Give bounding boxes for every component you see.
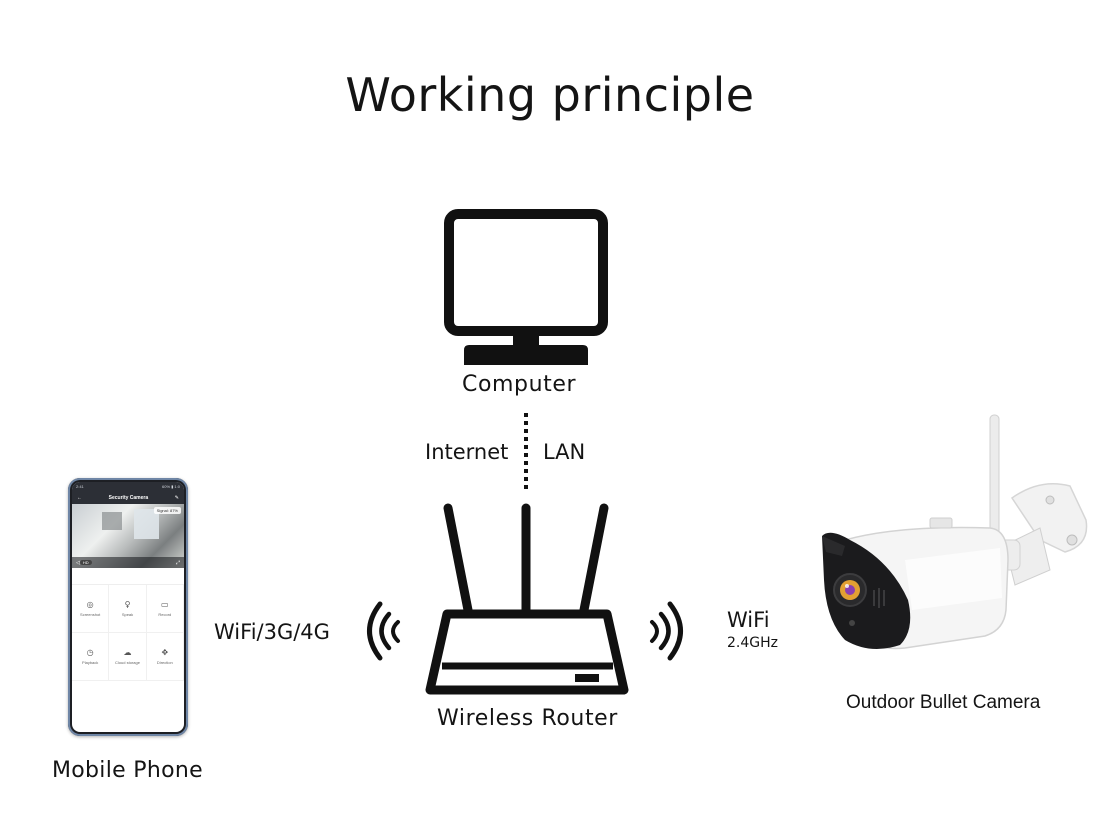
camera-icon: ◎ — [86, 599, 94, 609]
action-direction: ✥ Direction — [146, 633, 184, 681]
internet-label: Internet — [425, 440, 509, 464]
action-screenshot: ◎ Screenshot — [72, 585, 110, 633]
phone-battery: 60% ▮ 1:0 — [162, 484, 180, 489]
router-label: Wireless Router — [437, 706, 618, 731]
action-cloud-storage: ☁ Cloud storage — [109, 633, 147, 681]
phone-link-label: WiFi/3G/4G — [214, 620, 330, 644]
camera-label: Outdoor Bullet Camera — [846, 692, 1041, 713]
direction-icon: ✥ — [161, 647, 169, 657]
mobile-phone-device: 2:41 60% ▮ 1:0 ← Security Camera ✎ Signa… — [68, 478, 188, 736]
microphone-icon: ♀ — [124, 599, 131, 609]
phone-status-bar: 2:41 60% ▮ 1:0 — [72, 482, 184, 491]
fullscreen-icon: ⤢ — [175, 559, 180, 566]
phone-screen: 2:41 60% ▮ 1:0 ← Security Camera ✎ Signa… — [72, 482, 184, 732]
hd-badge: HD — [79, 560, 92, 565]
phone-app-bar: ← Security Camera ✎ — [72, 491, 184, 504]
back-arrow-icon: ← — [77, 494, 82, 501]
phone-time: 2:41 — [76, 484, 84, 489]
speaker-icon: ◁ — [76, 559, 80, 566]
router-icon — [425, 503, 629, 695]
playback-icon: ◷ — [86, 647, 94, 657]
right-signal-waves-icon — [650, 601, 683, 661]
computer-label: Computer — [462, 372, 577, 397]
action-playback: ◷ Playback — [72, 633, 110, 681]
page-title: Working principle — [345, 68, 755, 122]
video-control-bar: ◁ HD ⤢ — [72, 557, 184, 568]
signal-badge: Signal: 87% — [153, 507, 181, 514]
camera-live-view: Signal: 87% ◁ HD ⤢ — [72, 504, 184, 568]
lan-label: LAN — [543, 440, 586, 464]
left-signal-waves-icon — [367, 601, 400, 661]
video-record-icon: ▭ — [161, 599, 169, 609]
camera-link-label: WiFi — [727, 608, 770, 632]
phone-action-grid: ◎ Screenshot ♀ Speak ▭ Record ◷ Playback… — [72, 584, 184, 681]
computer-icon — [444, 209, 608, 365]
action-record: ▭ Record — [146, 585, 184, 633]
phone-label: Mobile Phone — [52, 758, 203, 783]
cloud-storage-icon: ☁ — [123, 647, 132, 657]
edit-pencil-icon: ✎ — [174, 494, 179, 501]
bullet-camera-icon — [822, 414, 1088, 650]
action-speak: ♀ Speak — [109, 585, 147, 633]
phone-app-title: Security Camera — [108, 494, 149, 501]
camera-link-band-label: 2.4GHz — [727, 635, 778, 651]
